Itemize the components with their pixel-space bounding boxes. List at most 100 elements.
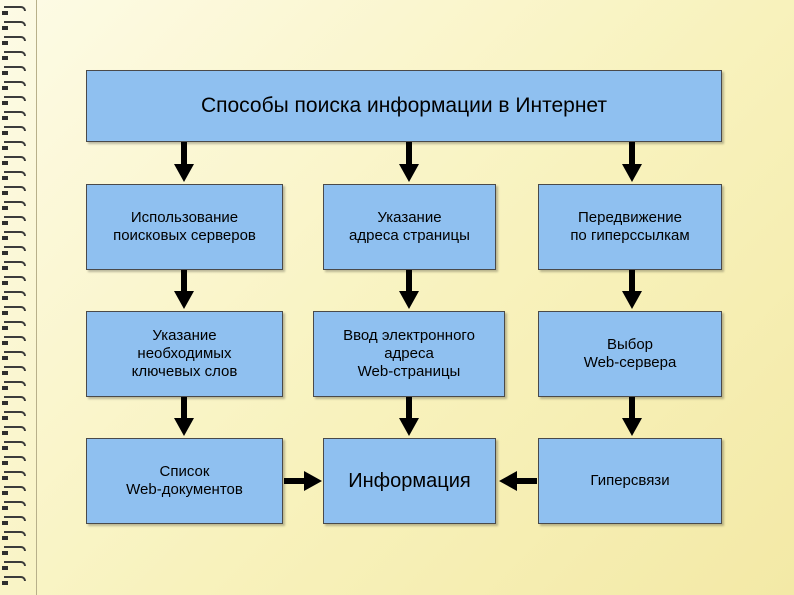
binding-hole: [2, 476, 8, 480]
binding-hole: [2, 176, 8, 180]
binding-hole: [2, 146, 8, 150]
binding-hole: [2, 536, 8, 540]
arrow-left: [499, 471, 537, 491]
binding-ring: [4, 246, 26, 251]
box-server-choice: Выбор Web-сервера: [538, 311, 722, 397]
binding-ring: [4, 261, 26, 266]
binding-hole: [2, 296, 8, 300]
arrow-down-1: [174, 142, 194, 182]
arrow-down-3: [622, 142, 642, 182]
binding-ring: [4, 6, 26, 11]
binding-hole: [2, 356, 8, 360]
binding-hole: [2, 491, 8, 495]
box-hyperlinks-navigation-text: Передвижение по гиперссылкам: [570, 209, 690, 244]
binding-ring: [4, 531, 26, 536]
binding-hole: [2, 431, 8, 435]
box-hyperlinks-navigation: Передвижение по гиперссылкам: [538, 184, 722, 270]
binding-ring: [4, 231, 26, 236]
box-keywords-text: Указание необходимых ключевых слов: [131, 327, 238, 380]
box-hyperlinks: Гиперсвязи: [538, 438, 722, 524]
binding-ring: [4, 411, 26, 416]
binding-hole: [2, 236, 8, 240]
binding-ring: [4, 171, 26, 176]
binding-hole: [2, 341, 8, 345]
binding-ring: [4, 336, 26, 341]
binding-hole: [2, 461, 8, 465]
arrow-down-8: [399, 397, 419, 436]
title-text: Способы поиска информации в Интернет: [200, 94, 608, 117]
binding-ring: [4, 441, 26, 446]
binding-hole: [2, 56, 8, 60]
binding-ring: [4, 111, 26, 116]
binding-ring: [4, 576, 26, 581]
binding-ring: [4, 216, 26, 221]
binding-ring: [4, 81, 26, 86]
binding-ring: [4, 291, 26, 296]
binding-hole: [2, 281, 8, 285]
box-page-address-text: Указание адреса страницы: [349, 209, 470, 244]
binding-hole: [2, 506, 8, 510]
binding-hole: [2, 191, 8, 195]
box-search-servers: Использование поисковых серверов: [86, 184, 283, 270]
binding-hole: [2, 251, 8, 255]
binding-ring: [4, 276, 26, 281]
binding-ring: [4, 186, 26, 191]
binding-hole: [2, 71, 8, 75]
binding-ring: [4, 21, 26, 26]
binding-ring: [4, 456, 26, 461]
binding-hole: [2, 41, 8, 45]
binding-ring: [4, 156, 26, 161]
margin-line: [36, 0, 37, 595]
binding-ring: [4, 351, 26, 356]
box-information: Информация: [323, 438, 496, 524]
arrow-right: [284, 471, 322, 491]
arrow-down-9: [622, 397, 642, 436]
arrow-down-2: [399, 142, 419, 182]
arrow-down-6: [622, 270, 642, 309]
box-server-choice-text: Выбор Web-сервера: [583, 336, 677, 371]
binding-hole: [2, 266, 8, 270]
binding-ring: [4, 516, 26, 521]
binding-ring: [4, 486, 26, 491]
arrow-down-5: [399, 270, 419, 309]
binding-hole: [2, 206, 8, 210]
binding-ring: [4, 381, 26, 386]
binding-ring: [4, 501, 26, 506]
binding-hole: [2, 86, 8, 90]
binding-ring: [4, 321, 26, 326]
binding-hole: [2, 101, 8, 105]
binding-hole: [2, 221, 8, 225]
box-keywords: Указание необходимых ключевых слов: [86, 311, 283, 397]
box-information-text: Информация: [348, 470, 471, 492]
binding-ring: [4, 36, 26, 41]
box-web-documents-list: Список Web-документов: [86, 438, 283, 524]
binding-ring: [4, 141, 26, 146]
binding-ring: [4, 546, 26, 551]
binding-hole: [2, 326, 8, 330]
binding-hole: [2, 11, 8, 15]
binding-ring: [4, 306, 26, 311]
binding-ring: [4, 201, 26, 206]
box-web-documents-list-text: Список Web-документов: [126, 463, 243, 498]
box-enter-address-text: Ввод электронного адреса Web-страницы: [343, 327, 475, 380]
box-page-address: Указание адреса страницы: [323, 184, 496, 270]
title-box: Способы поиска информации в Интернет: [86, 70, 722, 142]
binding-ring: [4, 471, 26, 476]
box-search-servers-text: Использование поисковых серверов: [113, 209, 256, 244]
binding-hole: [2, 26, 8, 30]
binding-hole: [2, 446, 8, 450]
binding-ring: [4, 126, 26, 131]
box-enter-address: Ввод электронного адреса Web-страницы: [313, 311, 505, 397]
binding-ring: [4, 366, 26, 371]
binding-hole: [2, 131, 8, 135]
binding-ring: [4, 96, 26, 101]
binding-hole: [2, 581, 8, 585]
binding-hole: [2, 401, 8, 405]
binding-ring: [4, 561, 26, 566]
box-hyperlinks-text: Гиперсвязи: [590, 472, 670, 489]
binding-hole: [2, 566, 8, 570]
notebook-binding: [0, 0, 34, 595]
binding-ring: [4, 66, 26, 71]
binding-hole: [2, 311, 8, 315]
